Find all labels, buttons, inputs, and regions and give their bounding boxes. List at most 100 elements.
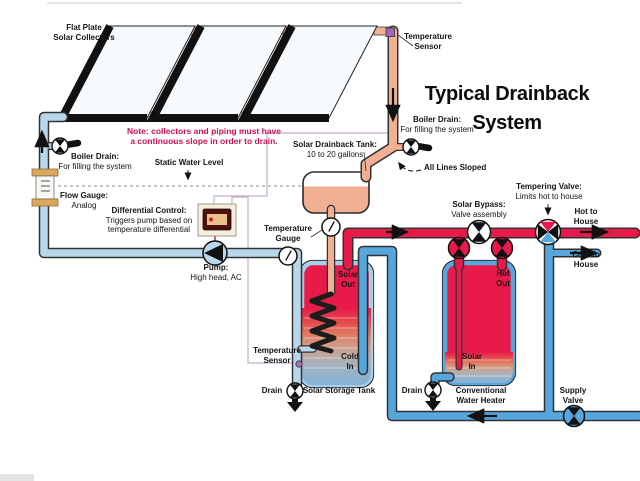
flow-gauge-device	[31, 168, 59, 207]
label-line: In	[346, 361, 354, 371]
label-line: In	[468, 361, 476, 371]
boiler-drain-valve-right	[402, 138, 433, 156]
hot-out-valve	[490, 236, 514, 260]
label-line: Solar Collectors	[53, 32, 115, 42]
differential-control-label: Differential Control: Triggers pump base…	[106, 206, 192, 235]
temperature-gauge-icon	[321, 217, 341, 237]
boiler-drain-valve-left	[51, 137, 82, 155]
drain-right-label: Drain	[401, 386, 423, 395]
page-title: Typical Drainback System	[425, 80, 590, 138]
note-line: a continuous slope in order to drain.	[130, 136, 278, 147]
label-line: Gauge	[275, 233, 301, 243]
label-line: Triggers pump based on	[105, 215, 193, 225]
label-line: Temperature	[264, 224, 312, 233]
label-line: Conventional	[455, 386, 507, 395]
label-line: Tempering Valve:	[516, 182, 582, 191]
label-line: 10 to 20 gallons	[306, 149, 364, 159]
temperature-sensor-top-label: Temperature Sensor	[404, 32, 452, 51]
label-line: For filling the system	[58, 161, 132, 171]
all-lines-sloped-leader	[398, 161, 422, 172]
note-line: Note: collectors and piping must have	[127, 126, 281, 136]
label-line: Hot to	[574, 207, 598, 216]
label-line: Cold	[341, 352, 359, 361]
label-line: Analog	[71, 200, 97, 210]
drain-valve-storage	[286, 382, 304, 412]
drain-valve-heater	[424, 381, 442, 411]
static-water-level-label: Static Water Level	[154, 158, 224, 167]
solar-out-label: Solar Out	[338, 270, 358, 289]
label-line: Solar Drainback Tank:	[293, 140, 377, 149]
label-line: Water Heater	[456, 395, 506, 405]
hot-to-house-label: Hot to House	[574, 207, 598, 226]
drainback-label-leader	[363, 151, 367, 172]
collector-panel	[146, 24, 287, 122]
sensor-label-leader	[397, 34, 414, 47]
temperature-gauge-icon	[278, 246, 298, 266]
solar-in-valve	[447, 236, 471, 260]
tempering-valve-label: Tempering Valve: Limits hot to house	[515, 182, 582, 201]
conventional-water-heater-label: Conventional Water Heater	[456, 386, 507, 405]
boiler-drain-left-label: Boiler Drain: For filling the system	[58, 152, 131, 171]
solar-drainback-tank	[302, 171, 370, 214]
boiler-drain-right-label: Boiler Drain: For filling the system	[400, 115, 473, 134]
label-line: temperature differential	[107, 225, 191, 235]
tempering-valve	[534, 218, 562, 246]
cold-in-label: Cold In	[341, 352, 359, 371]
label-line: Limits hot to house	[515, 191, 583, 201]
label-line: Out	[341, 279, 355, 289]
flow-arrows	[34, 88, 610, 424]
label-line: House	[573, 216, 599, 226]
solar-storage-tank-label: Solar Storage Tank	[302, 386, 376, 395]
label-line: Sensor	[263, 355, 291, 365]
temperature-sensor-bottom-label: Temperature Sensor	[253, 346, 301, 365]
collector-temperature-sensor	[385, 27, 395, 37]
label-line: Valve assembly	[451, 209, 507, 219]
label-line: Pump:	[203, 263, 229, 272]
label-line: House	[573, 259, 599, 269]
label-line: Temperature	[404, 32, 452, 41]
label-line: Sensor	[414, 41, 442, 51]
label-line: Differential Control:	[111, 206, 187, 215]
solar-bypass-valve	[466, 219, 492, 245]
solar-in-label: Solar In	[462, 352, 482, 371]
corner-artifact	[0, 474, 34, 481]
hot-out-label: Hot Out	[496, 269, 510, 288]
label-line: Out	[496, 278, 510, 288]
heat-exchanger-coil	[297, 291, 337, 354]
supply-valve-label: Supply Valve	[560, 386, 587, 405]
label-line: Cold to	[572, 250, 600, 259]
collector-panel	[237, 24, 378, 122]
gauge-label-leader	[310, 229, 323, 238]
slope-note: Note: collectors and piping must have a …	[127, 126, 281, 146]
title-line: Typical Drainback	[424, 83, 590, 105]
flat-plate-collectors-label: Flat Plate Solar Collectors	[53, 23, 114, 42]
title-line: System	[472, 112, 542, 134]
solar-collector-array	[55, 24, 393, 122]
differential-control	[197, 203, 237, 237]
label-line: For filling the system	[400, 124, 474, 134]
supply-valve	[562, 404, 586, 428]
label-line: Flat Plate	[66, 23, 102, 32]
all-lines-sloped-label: All Lines Sloped	[424, 163, 487, 172]
drain-left-label: Drain	[261, 386, 283, 395]
label-line: Solar	[337, 270, 359, 279]
label-line: High head, AC	[190, 272, 242, 282]
cold-to-house-label: Cold to House	[572, 250, 600, 269]
label-line: Boiler Drain:	[412, 115, 462, 124]
label-line: Valve	[562, 395, 584, 405]
control-indicator-light	[209, 217, 213, 222]
solar-bypass-label: Solar Bypass: Valve assembly	[451, 200, 506, 219]
label-line: Solar	[461, 352, 483, 361]
label-line: Temperature	[253, 346, 301, 355]
pump-label: Pump: High head, AC	[190, 263, 242, 282]
label-line: Solar Bypass:	[452, 200, 506, 209]
tank-temperature-sensor	[295, 360, 303, 368]
label-line: Supply	[559, 386, 587, 395]
pump-icon	[202, 240, 228, 266]
label-line: Boiler Drain:	[70, 152, 120, 161]
flow-gauge-label: Flow Gauge: Analog	[60, 191, 108, 210]
solar-drainback-tank-label: Solar Drainback Tank: 10 to 20 gallons	[293, 140, 377, 159]
temperature-gauge-label: Temperature Gauge	[264, 224, 312, 243]
